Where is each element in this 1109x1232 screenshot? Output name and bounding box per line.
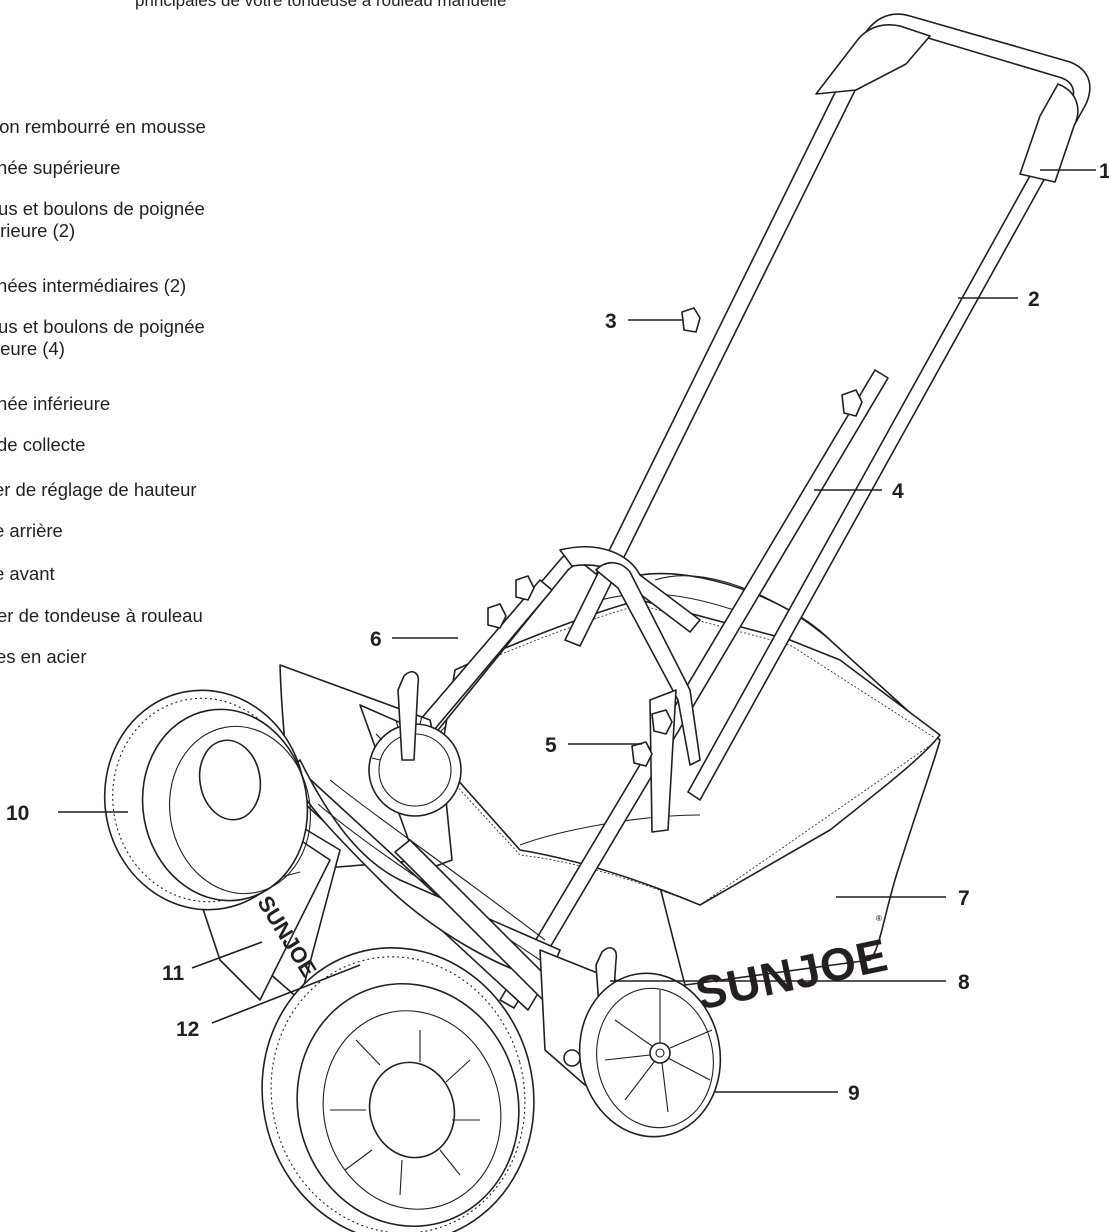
rear-wheel — [578, 972, 722, 1138]
legend-item-4: Poignées intermédiaires (2) — [0, 275, 187, 296]
legend-item-9: Roue arrière — [0, 520, 63, 541]
knob-lower-4 — [631, 741, 653, 767]
knob-lower-2 — [515, 575, 535, 601]
knob-lower-1 — [487, 603, 507, 629]
knob-lower-3 — [651, 709, 673, 735]
callout-lines — [58, 169, 1096, 1093]
callout-12: 12 — [176, 1018, 199, 1041]
legend-item-1: Guidon rembourré en mousse — [0, 116, 206, 137]
callout-3: 3 — [605, 310, 617, 333]
callout-10: 10 — [6, 802, 29, 825]
knob-upper-right — [841, 389, 863, 417]
knob-upper-left — [681, 307, 701, 333]
legend-item-8: Levier de réglage de hauteur — [0, 479, 197, 500]
callout-4: 4 — [892, 480, 904, 503]
registered-mark: ® — [876, 914, 882, 923]
legend-item-2: Poignée supérieure — [0, 157, 121, 178]
front-wheel-left — [103, 689, 312, 911]
callout-9: 9 — [848, 1082, 860, 1105]
foam-grip-right — [1019, 83, 1079, 183]
callout-1: 1 — [1099, 160, 1109, 183]
callout-7: 7 — [958, 887, 970, 910]
callout-11: 11 — [162, 962, 185, 985]
front-wheel-right — [261, 947, 535, 1232]
legend-item-12: Lames en acier — [0, 646, 87, 667]
callout-6: 6 — [370, 628, 382, 651]
mower-body — [279, 664, 651, 1086]
callout-2: 2 — [1028, 288, 1040, 311]
legend-item-10: Roue avant — [0, 563, 55, 584]
legend-item-11: Boîtier de tondeuse à rouleau — [0, 605, 203, 626]
top-caption: principales de votre tondeuse à rouleau … — [135, 0, 507, 10]
callout-numbers: 1 2 3 4 5 6 7 8 9 10 11 12 — [6, 160, 1109, 1105]
legend-item-3: Écrous et boulons de poignéesupérieure (… — [0, 198, 205, 241]
callout-8: 8 — [958, 971, 970, 994]
handle-knobs — [487, 307, 863, 767]
foam-grip-left — [815, 24, 931, 95]
legend-item-6: Poignée inférieure — [0, 393, 111, 414]
callout-5: 5 — [545, 734, 557, 757]
legend-item-7: Sac de collecte — [0, 434, 86, 455]
legend-item-5: Écrous et boulons de poignéeinférieure (… — [0, 316, 205, 359]
